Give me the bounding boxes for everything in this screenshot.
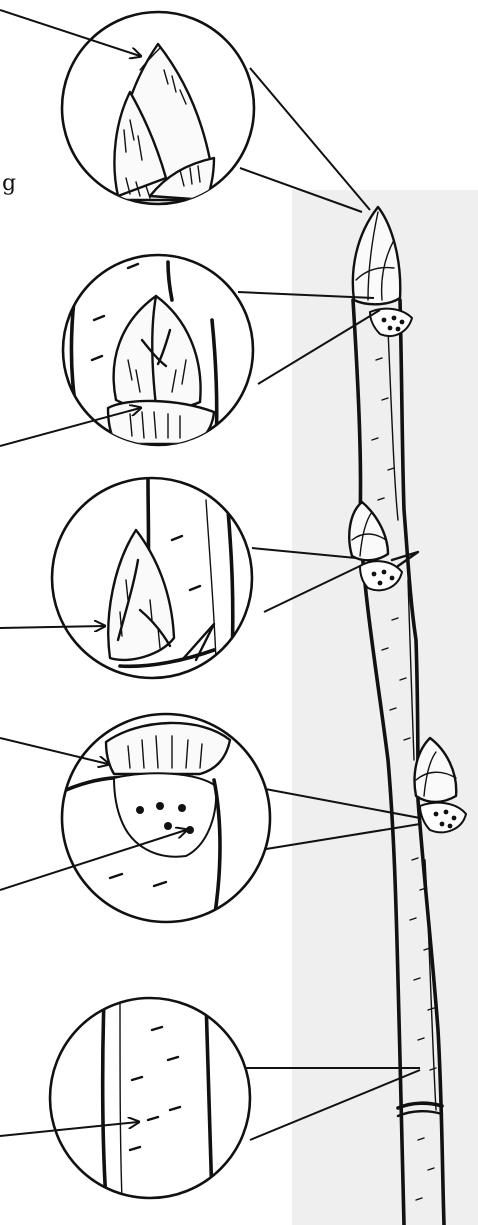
magnifier-lateral-bud — [52, 478, 252, 678]
magnifier-leaf-scar — [62, 714, 270, 922]
twig-background-shade — [292, 190, 478, 1225]
magnifier-bud-scale — [63, 255, 253, 449]
cut-off-label-fragment: g — [2, 171, 16, 196]
magnifier-lenticels — [50, 998, 250, 1200]
